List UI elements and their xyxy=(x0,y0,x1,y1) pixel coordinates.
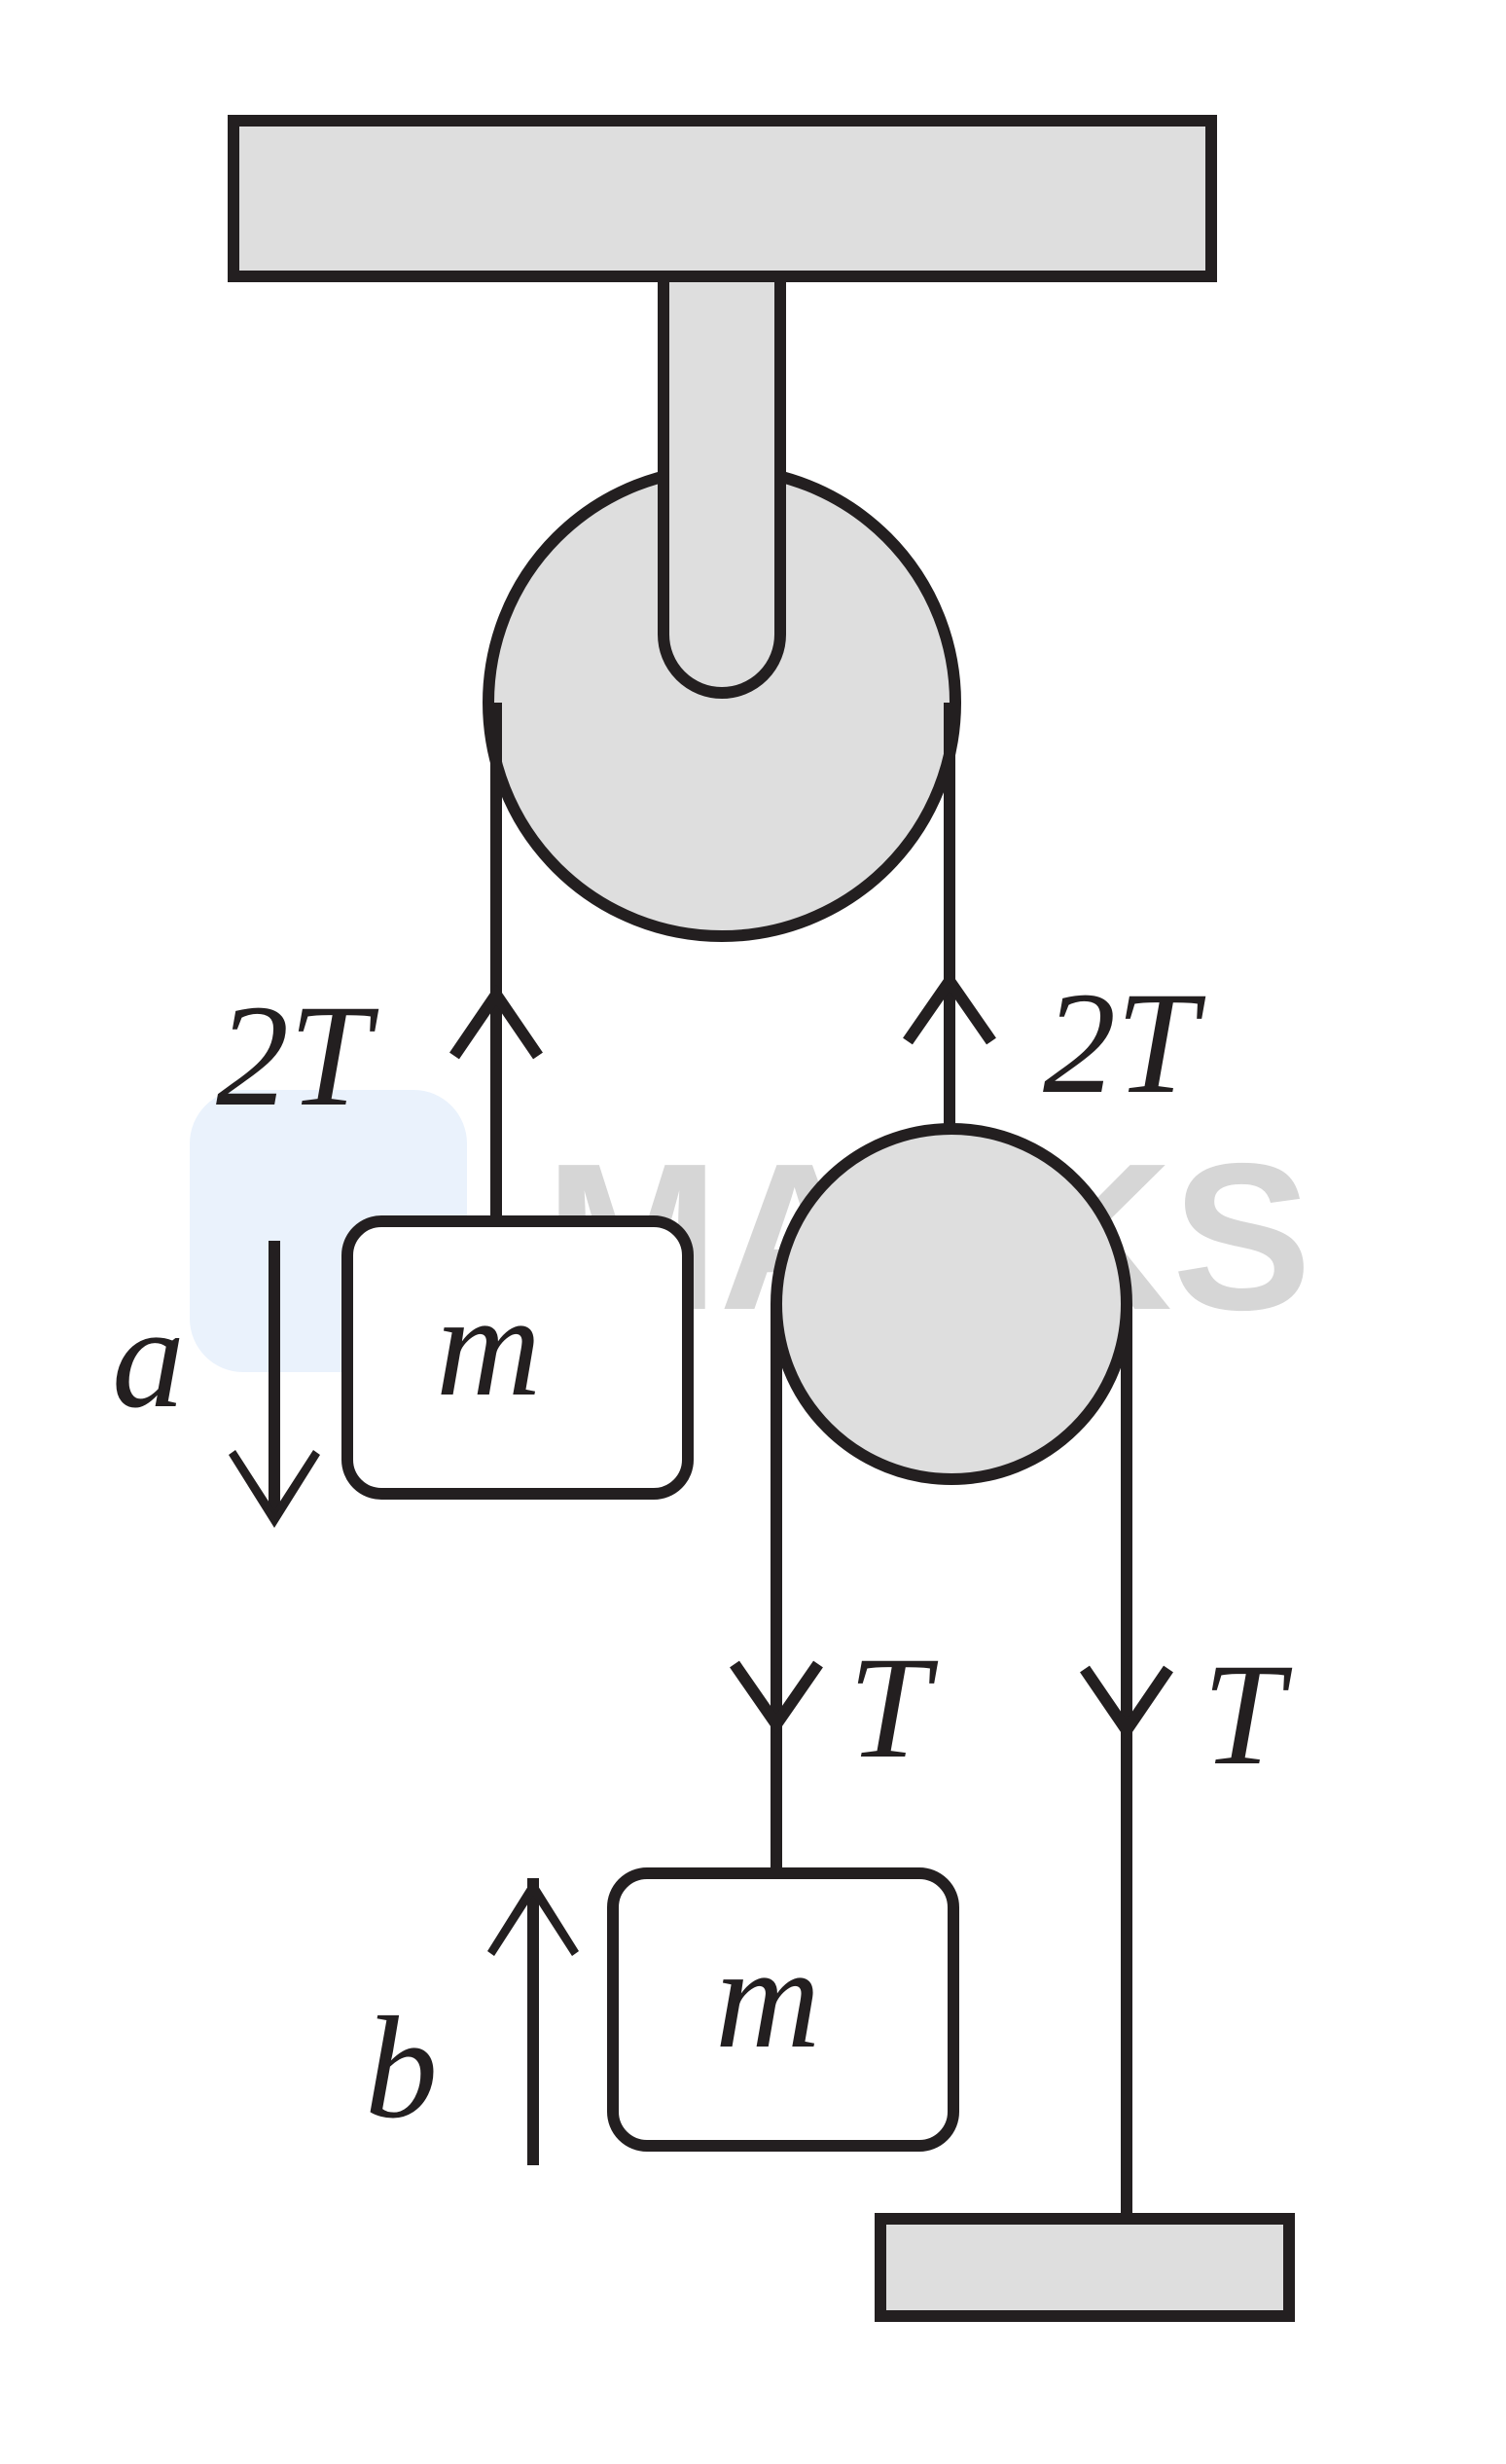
label-mass-upper: m xyxy=(436,1265,541,1427)
arrowhead-up-right xyxy=(903,970,996,1045)
ceiling-block xyxy=(228,115,1217,282)
mass-block-lower xyxy=(607,1867,959,2152)
pulley-hanger xyxy=(658,271,786,699)
label-tension-lower-left: T xyxy=(848,1627,939,1789)
label-tension-left: 2T xyxy=(216,975,379,1137)
movable-pulley xyxy=(771,1123,1132,1485)
acceleration-a-arrow xyxy=(229,1241,320,1528)
label-mass-lower: m xyxy=(715,1917,820,2079)
label-tension-lower-right: T xyxy=(1202,1634,1293,1795)
arrowhead-down-right xyxy=(1080,1665,1173,1741)
arrowhead-up-left xyxy=(449,984,543,1060)
acceleration-b-arrow xyxy=(487,1878,579,2165)
label-tension-right: 2T xyxy=(1043,962,1206,1124)
label-accel-b: b xyxy=(365,1987,438,2149)
floor-block xyxy=(875,2213,1295,2322)
label-accel-a: a xyxy=(112,1277,185,1438)
mass-block-upper xyxy=(341,1215,694,1500)
arrowhead-down-left xyxy=(730,1660,823,1735)
